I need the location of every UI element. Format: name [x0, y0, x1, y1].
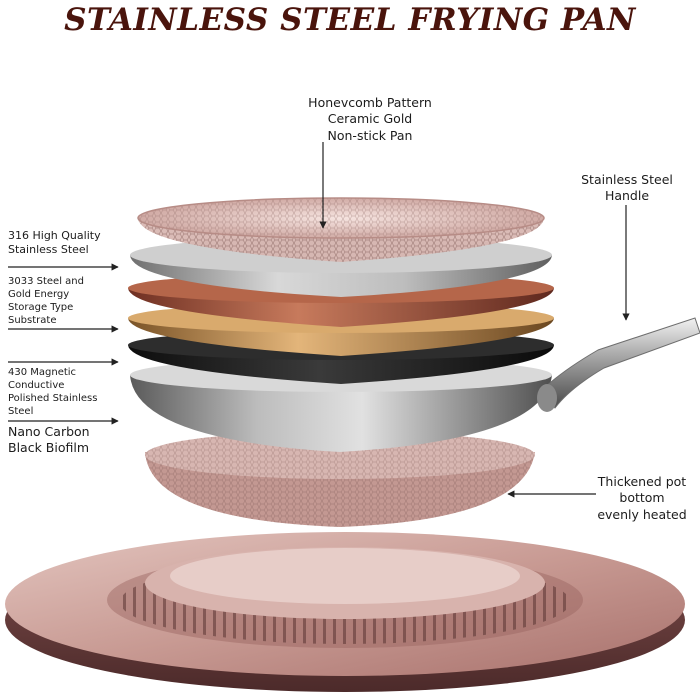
- honeycomb-layer: [137, 197, 545, 262]
- label-line: Thickened pot: [597, 474, 687, 489]
- page-title: STAINLESS STEEL FRYING PAN: [64, 2, 636, 38]
- label-line: 316 High Quality: [8, 229, 101, 242]
- label-line: Polished Stainless: [8, 393, 98, 404]
- pot-bottom-layer: [145, 431, 535, 527]
- label-line: Conductive: [8, 380, 65, 391]
- label-line: Substrate: [8, 315, 57, 326]
- label-line: 430 Magnetic: [8, 367, 77, 378]
- label-line: Stainless Steel: [581, 172, 673, 187]
- label-316-steel: 316 High Quality Stainless Steel: [8, 229, 101, 258]
- label-line: Stainless Steel: [8, 243, 89, 257]
- label-honeycomb-layer: Honevcomb Pattern Ceramic Gold Non-stick…: [300, 95, 440, 144]
- label-line: Nano Carbon: [8, 424, 90, 439]
- label-line: Steel: [8, 406, 34, 417]
- induction-base: [5, 532, 685, 692]
- label-thickened-bottom: Thickened pot bottom evenly heated: [592, 474, 692, 523]
- label-line: Handle: [604, 188, 650, 204]
- label-430-magnetic: 430 Magnetic Conductive Polished Stainle…: [8, 366, 97, 418]
- callout-arrows: [8, 142, 630, 498]
- label-line: 3033 Steel and: [8, 276, 84, 287]
- label-line: Storage Type: [8, 302, 74, 313]
- label-line: Gold Energy: [8, 289, 70, 300]
- label-nano-carbon: Nano Carbon Black Biofilm: [8, 424, 90, 457]
- label-line: Ceramic Gold: [327, 111, 413, 127]
- pan-handle: [537, 317, 700, 412]
- label-handle: Stainless Steel Handle: [570, 172, 684, 205]
- label-line: bottom: [619, 490, 665, 506]
- label-3033-substrate: 3033 Steel and Gold Energy Storage Type …: [8, 275, 84, 327]
- label-line: evenly heated: [597, 506, 687, 522]
- label-line: Non-stick Pan: [327, 127, 413, 143]
- label-line: Black Biofilm: [8, 440, 90, 456]
- label-line: Honevcomb Pattern: [308, 95, 432, 110]
